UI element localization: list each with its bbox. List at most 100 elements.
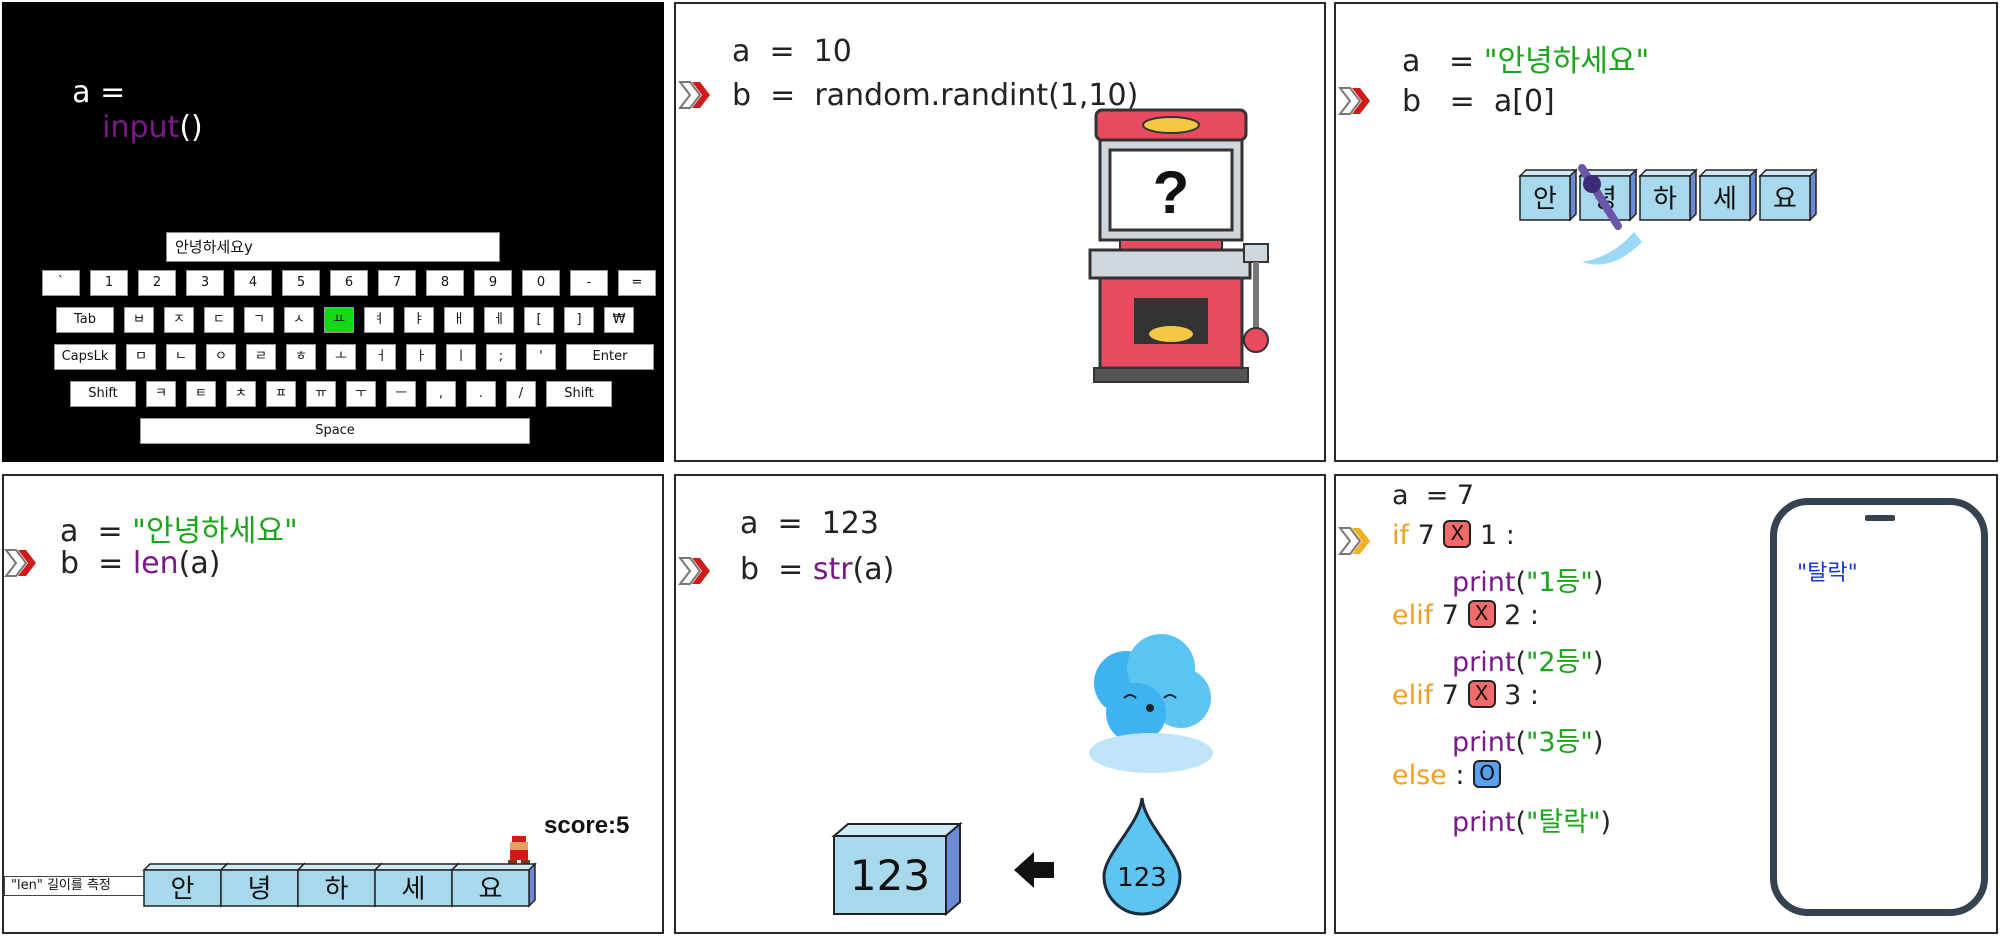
code-arg: (a): [852, 552, 895, 587]
key-0-8[interactable]: 8: [426, 270, 464, 296]
code-line-a: a = 123: [740, 506, 879, 541]
compare-value: 3 :: [1504, 680, 1539, 711]
current-line-arrow-icon: [678, 81, 710, 109]
svg-text:하: 하: [325, 874, 349, 904]
water-drop-icon: 123: [1102, 797, 1182, 916]
key-1-0[interactable]: Tab: [56, 307, 114, 333]
panel-str: a = 123 b = str(a) 123 123: [674, 474, 1326, 934]
string-literal: "3등": [1526, 727, 1593, 758]
key-2-9[interactable]: ㅣ: [446, 344, 476, 370]
code-line-b: b = len(a): [60, 546, 220, 581]
panel-len: a = "안녕하세요" b = len(a) score:5 "len" 길이를…: [2, 474, 664, 934]
x-mark-icon: [1467, 600, 1496, 628]
key-0-4[interactable]: 4: [234, 270, 272, 296]
value-seven: 7: [1441, 600, 1459, 631]
key-0-1[interactable]: 1: [90, 270, 128, 296]
phone-output-text: "탈락": [1797, 561, 1858, 586]
key-3-3[interactable]: ㅊ: [226, 381, 256, 407]
len-measure-label: "len" 길이를 측정: [4, 876, 148, 896]
string-literal: "탈락": [1526, 807, 1601, 838]
key-2-5[interactable]: ㅎ: [286, 344, 316, 370]
str-function: str: [812, 552, 853, 587]
key-1-1[interactable]: ㅂ: [124, 307, 154, 333]
key-3-11[interactable]: Shift: [546, 381, 612, 407]
code-paren: (): [179, 110, 203, 145]
code-line-b: b = random.randint(1,10): [732, 78, 1139, 113]
key-3-0[interactable]: Shift: [70, 381, 136, 407]
key-3-10[interactable]: /: [506, 381, 536, 407]
key-0-10[interactable]: 0: [522, 270, 560, 296]
panel-if-elif: a = 7 if 7 1 : print("1등") elif 7 2 : pr…: [1334, 474, 1998, 934]
compare-value: 1 :: [1479, 520, 1515, 551]
key-3-2[interactable]: ㅌ: [186, 381, 216, 407]
key-1-3[interactable]: ㄷ: [204, 307, 234, 333]
code-line-a: a = "안녕하세요": [1402, 36, 1649, 80]
string-box-icon: 123: [831, 822, 963, 917]
key-1-6[interactable]: ㅛ: [324, 307, 354, 333]
len-char-box-4: 요: [450, 862, 540, 912]
key-1-9[interactable]: ㅐ: [444, 307, 474, 333]
key-0-6[interactable]: 6: [330, 270, 368, 296]
key-3-6[interactable]: ㅜ: [346, 381, 376, 407]
print-line-3: print("3등"): [1452, 720, 1603, 759]
key-1-2[interactable]: ㅈ: [164, 307, 194, 333]
key-3-4[interactable]: ㅍ: [266, 381, 296, 407]
key-0-12[interactable]: =: [618, 270, 656, 296]
key-2-11[interactable]: ': [526, 344, 556, 370]
slot-screen-text: ?: [1153, 159, 1190, 226]
key-1-12[interactable]: ]: [564, 307, 594, 333]
key-1-10[interactable]: ㅔ: [484, 307, 514, 333]
key-2-10[interactable]: ;: [486, 344, 516, 370]
key-2-4[interactable]: ㄹ: [246, 344, 276, 370]
key-2-0[interactable]: CapsLk: [54, 344, 116, 370]
code-assign: a =: [72, 75, 126, 110]
key-1-7[interactable]: ㅕ: [364, 307, 394, 333]
key-1-4[interactable]: ㄱ: [244, 307, 274, 333]
key-0-0[interactable]: `: [42, 270, 80, 296]
key-0-2[interactable]: 2: [138, 270, 176, 296]
key-3-7[interactable]: ㅡ: [386, 381, 416, 407]
key-1-5[interactable]: ㅅ: [284, 307, 314, 333]
key-0-3[interactable]: 3: [186, 270, 224, 296]
phone-speaker: [1865, 515, 1895, 521]
current-line-arrow-icon: [4, 549, 36, 577]
print-function: print: [1452, 807, 1516, 838]
char-box-0: 안: [1518, 168, 1578, 222]
key-2-3[interactable]: ㅇ: [206, 344, 236, 370]
compare-value: 2 :: [1504, 600, 1539, 631]
key-0-5[interactable]: 5: [282, 270, 320, 296]
key-0-11[interactable]: -: [570, 270, 608, 296]
key-3-5[interactable]: ㅠ: [306, 381, 336, 407]
code-line-a: a = "안녕하세요": [60, 506, 298, 550]
current-line-arrow-icon: [1338, 527, 1370, 555]
keyboard-input-field[interactable]: 안녕하세요y: [166, 232, 500, 262]
input-function: input: [102, 110, 180, 145]
code-line-b: b = a[0]: [1402, 84, 1555, 119]
key-2-7[interactable]: ㅓ: [366, 344, 396, 370]
x-mark-icon: [1443, 520, 1472, 548]
key-1-8[interactable]: ㅑ: [404, 307, 434, 333]
paren: (: [1515, 727, 1526, 758]
code-line-a: a = input(): [34, 40, 203, 180]
key-2-2[interactable]: ㄴ: [166, 344, 196, 370]
key-3-1[interactable]: ㅋ: [146, 381, 176, 407]
key-2-1[interactable]: ㅁ: [126, 344, 156, 370]
code-line-a: a = 7: [1392, 480, 1475, 511]
key-1-13[interactable]: ₩: [604, 307, 634, 333]
svg-text:녕: 녕: [248, 874, 272, 904]
key-3-8[interactable]: ,: [426, 381, 456, 407]
print-line-1: print("1등"): [1452, 560, 1603, 599]
key-4-0[interactable]: Space: [140, 418, 530, 444]
water-drop-value: 123: [1117, 863, 1167, 893]
key-3-9[interactable]: .: [466, 381, 496, 407]
if-keyword: if: [1392, 520, 1410, 551]
key-0-7[interactable]: 7: [378, 270, 416, 296]
code-assign: b =: [60, 546, 124, 581]
key-1-11[interactable]: [: [524, 307, 554, 333]
key-2-6[interactable]: ㅗ: [326, 344, 356, 370]
code-arg: (a): [178, 546, 221, 581]
key-2-8[interactable]: ㅏ: [406, 344, 436, 370]
sword-slash-icon: [1578, 164, 1642, 265]
key-2-12[interactable]: Enter: [566, 344, 654, 370]
key-0-9[interactable]: 9: [474, 270, 512, 296]
